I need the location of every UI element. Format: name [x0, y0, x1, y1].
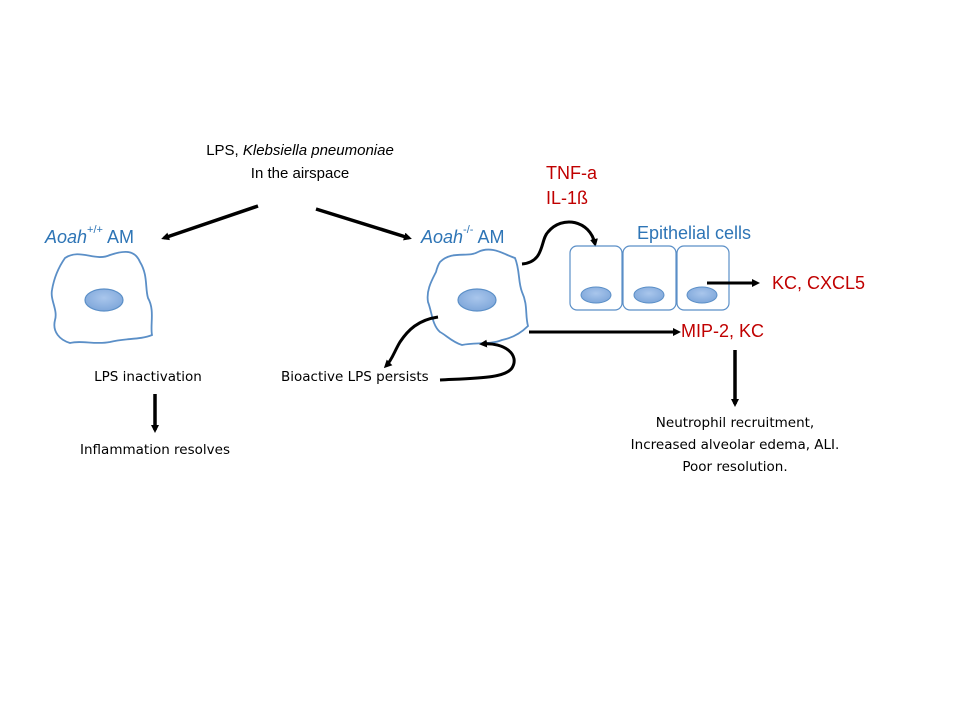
ko-nucleus — [457, 288, 497, 312]
arrow-to-wt-am — [161, 204, 259, 241]
epithelial-label: Epithelial cells — [637, 223, 752, 243]
stimulus-lps: LPS, — [206, 142, 243, 159]
arrow-to-ko-am — [315, 207, 412, 241]
epithelial-nucleus-3 — [686, 286, 718, 304]
ko-am-label: Aoah-/- AM — [421, 224, 505, 248]
wt-cell-type: AM — [102, 227, 134, 247]
cytokine-il1b: IL-1ß — [546, 188, 589, 208]
arrow-am-to-epithelium — [521, 220, 598, 266]
stimulus-label: LPS, Klebsiella pneumoniae — [206, 142, 394, 159]
wt-genotype: +/+ — [87, 224, 103, 236]
wt-nucleus — [84, 288, 124, 312]
epithelial-output-label: KC, CXCL5 — [772, 273, 866, 293]
ko-genotype: -/- — [463, 224, 474, 236]
epithelial-cell-2 — [622, 245, 677, 311]
final-outcome-1: Neutrophil recruitment, — [655, 415, 815, 431]
ko-persist-label: Bioactive LPS persists — [281, 369, 429, 385]
final-outcome-2: Increased alveolar edema, ALI. — [630, 437, 840, 453]
arrow-persist-to-am — [439, 339, 516, 382]
epithelial-nucleus-2 — [633, 286, 665, 304]
wt-outcome-1: LPS inactivation — [94, 369, 202, 385]
wt-outcome-2: Inflammation resolves — [80, 442, 230, 458]
stimulus-bacteria: Klebsiella pneumoniae — [242, 142, 394, 159]
epithelial-cell-3 — [676, 245, 730, 311]
cytokine-tnf: TNF-a — [546, 163, 597, 183]
final-outcome-3: Poor resolution. — [682, 459, 788, 475]
epithelial-nucleus-1 — [580, 286, 612, 304]
wt-am-label: Aoah+/+ AM — [45, 224, 134, 248]
am-output-label: MIP-2, KC — [681, 321, 765, 341]
arrow-am-to-persist — [383, 315, 439, 369]
wt-macrophage-outline — [50, 250, 154, 344]
ko-cell-type: AM — [473, 227, 505, 247]
stimulus-location: In the airspace — [250, 165, 350, 182]
wt-gene: Aoah — [45, 227, 88, 247]
ko-macrophage-outline — [426, 248, 530, 346]
epithelial-cell-1 — [569, 245, 623, 311]
ko-gene: Aoah — [421, 227, 464, 247]
